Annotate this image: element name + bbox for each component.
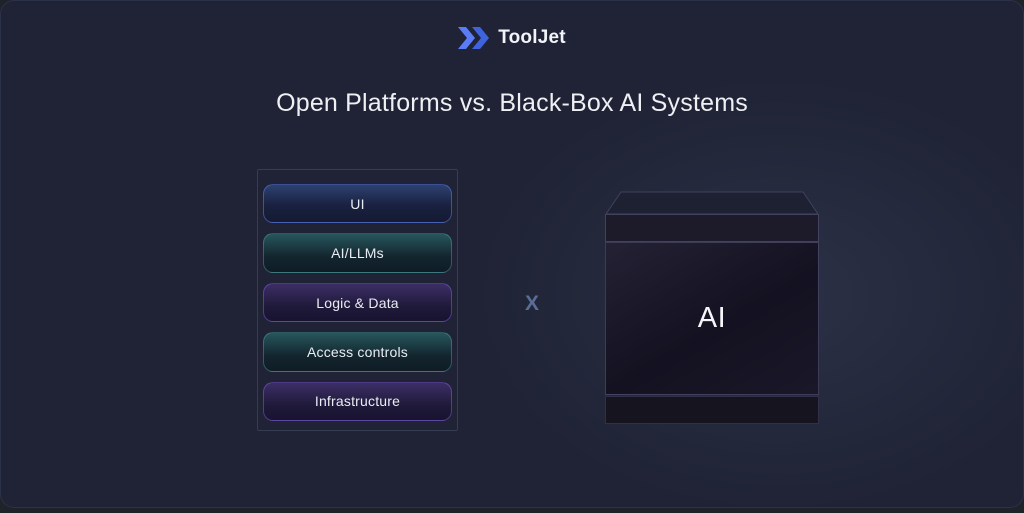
ai-label: AI [697, 302, 727, 334]
stack-layer-label: Access controls [306, 343, 409, 360]
box-body: AI [605, 242, 819, 395]
stack-layer-label: Logic & Data [316, 294, 399, 311]
stack-layer-infrastructure: Infrastructure [263, 381, 452, 422]
tooljet-logo: ToolJet [1, 27, 1023, 49]
stack-layer-access-controls: Access controls [263, 332, 452, 372]
stack-layer-label: Infrastructure [314, 393, 401, 410]
black-box-ai: AI [605, 191, 819, 425]
stack-layer-label: AI/LLMs [331, 245, 384, 262]
stack-layer-logic-data: Logic & Data [263, 282, 452, 323]
page-title: Open Platforms vs. Black-Box AI Systems [276, 89, 748, 117]
stack-layer-label: UI [350, 195, 365, 212]
box-lid-front [605, 214, 819, 242]
tooljet-chevrons-icon [458, 27, 490, 49]
box-base [605, 396, 819, 424]
open-platform-stack: UI AI/LLMs Logic & Data Access controls … [257, 169, 458, 431]
vs-separator: X [524, 292, 539, 315]
brand-name: ToolJet [498, 27, 566, 48]
stack-layer-ui: UI [263, 184, 452, 224]
stack-layer-ai-llms: AI/LLMs [263, 233, 452, 273]
box-lid-top [605, 191, 819, 215]
